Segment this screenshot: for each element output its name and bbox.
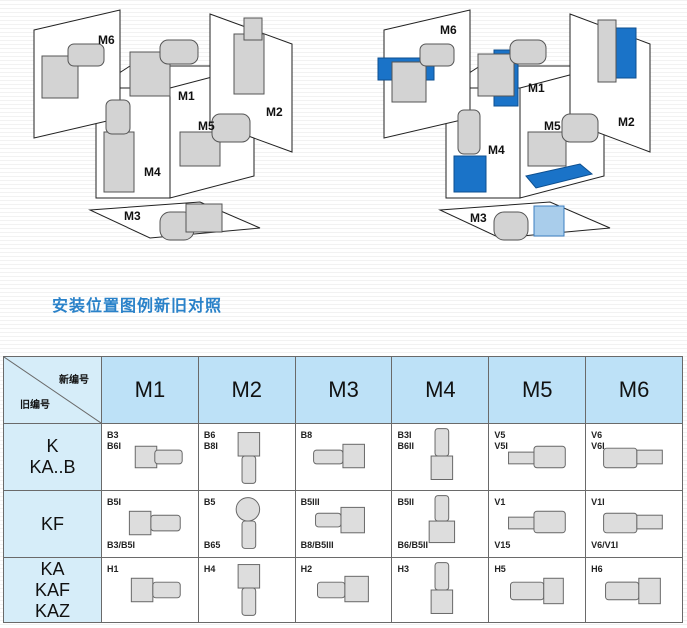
column-header-m2: M2 xyxy=(197,356,296,424)
diagram-label-m2-right: M2 xyxy=(618,115,635,129)
diagram-label-m1-right: M1 xyxy=(528,81,545,95)
table-cell: H2 xyxy=(294,557,393,623)
corner-new-label: 新编号 xyxy=(59,375,89,386)
column-header-m6: M6 xyxy=(585,356,683,424)
column-header-m3: M3 xyxy=(294,356,393,424)
corner-header: 新编号 旧编号 xyxy=(3,356,102,424)
table-cell: H4 xyxy=(197,557,296,623)
mounting-diagram-left: M6 M1 M2 M5 M4 M3 xyxy=(20,0,320,280)
mounting-diagram-right: M6 M1 M2 M5 M4 M3 xyxy=(366,0,666,280)
diagram-label-m1: M1 xyxy=(178,89,195,103)
column-header-m4: M4 xyxy=(391,356,490,424)
table-cell: H5 xyxy=(488,557,587,623)
diagram-label-m3: M3 xyxy=(124,209,141,223)
table-cell: B8 xyxy=(294,423,393,491)
corner-old-label: 旧编号 xyxy=(20,400,50,411)
diagram-label-m3-right: M3 xyxy=(470,211,487,225)
caption: 安装位置图例新旧对照 xyxy=(52,296,223,315)
diagram-label-m5-right: M5 xyxy=(544,119,561,133)
diagram-label-m6-right: M6 xyxy=(440,23,457,37)
diagram-label-m5: M5 xyxy=(198,119,215,133)
table-cell: H6 xyxy=(585,557,683,623)
diagram-label-m4: M4 xyxy=(144,165,161,179)
column-header-m1: M1 xyxy=(101,356,199,424)
diagram-label-m2: M2 xyxy=(266,105,283,119)
row-header-kf: KF xyxy=(3,490,102,558)
table-cell: H1 xyxy=(101,557,199,623)
diagram-label-m4-right: M4 xyxy=(488,143,505,157)
table-cell: H3 xyxy=(391,557,490,623)
column-header-m5: M5 xyxy=(488,356,587,424)
diagram-label-m6: M6 xyxy=(98,33,115,47)
